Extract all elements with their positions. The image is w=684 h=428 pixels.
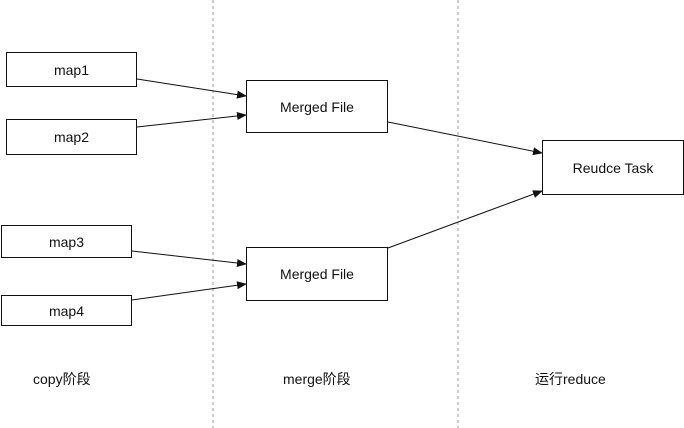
phase-label-merge: merge阶段 [283,371,351,387]
node-reduce-task-label: Reudce Task [572,159,654,176]
node-map2: map2 [6,119,137,155]
arrow-map1-to-merged1 [136,78,247,99]
node-map2-label: map2 [53,129,90,145]
phase-label-copy: copy阶段 [33,371,91,387]
node-map3-label: map3 [48,233,85,250]
node-map4: map4 [1,295,132,326]
node-map3: map3 [1,225,132,258]
phase-label-reduce: 运行reduce [535,371,606,387]
node-map1-label: map1 [53,61,90,78]
node-map4-label: map4 [48,302,85,319]
node-merged-file-top-label: Merged File [280,98,354,115]
node-reduce-task: Reudce Task [542,140,684,195]
arrow-merged1-to-reduce [387,121,543,156]
node-merged-file-top: Merged File [246,80,388,133]
node-merged-file-bottom: Merged File [246,247,388,301]
node-merged-file-bottom-label: Merged File [280,266,354,282]
arrow-map2-to-merged1 [136,112,247,128]
node-map1: map1 [6,52,137,87]
arrow-map4-to-merged2 [131,281,247,301]
arrow-map3-to-merged2 [131,250,247,267]
arrow-merged2-to-reduce [387,190,543,249]
